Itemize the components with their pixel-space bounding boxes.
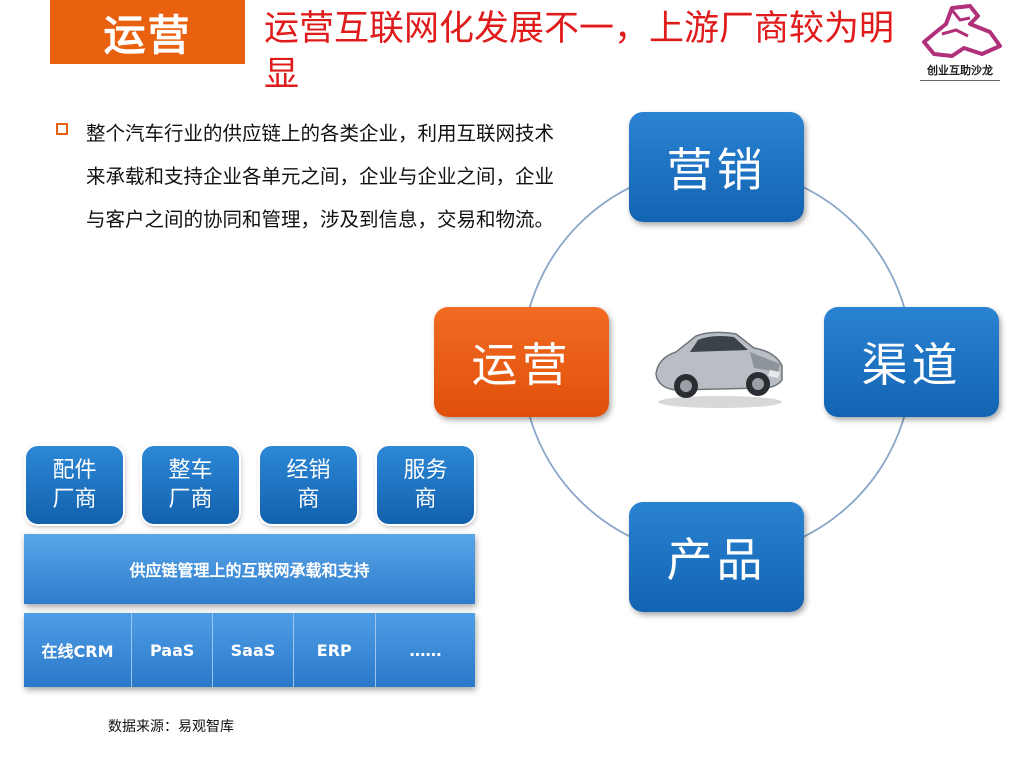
- platform-cell-saas: SaaS: [213, 613, 294, 687]
- platform-row: 在线CRM PaaS SaaS ERP ……: [24, 613, 475, 687]
- data-source: 数据来源：易观智库: [108, 719, 234, 735]
- bullet-text: 整个汽车行业的供应链上的各类企业，利用互联网技术来承载和支持企业各单元之间，企业…: [86, 122, 555, 231]
- module-label: 配件厂商: [52, 458, 97, 512]
- module-parts-maker: 配件厂商: [26, 446, 123, 524]
- slide-title: 运营互联网化发展不一，上游厂商较为明显: [264, 9, 895, 95]
- module-label: 服务商: [403, 458, 448, 512]
- module-service-provider: 服务商: [377, 446, 474, 524]
- module-label: 经销商: [286, 458, 331, 512]
- platform-cell-erp: ERP: [293, 613, 376, 687]
- module-car-maker: 整车厂商: [142, 446, 239, 524]
- platform-cell-crm: 在线CRM: [24, 613, 133, 687]
- logo-divider: [920, 80, 1000, 81]
- supply-chain-support-bar: 供应链管理上的互联网承载和支持: [24, 534, 475, 604]
- platform-cell-more: ……: [375, 613, 475, 687]
- section-tag: 运营: [50, 0, 245, 64]
- module-dealer: 经销商: [260, 446, 357, 524]
- cycle-node-operation: 运营: [434, 307, 609, 417]
- cycle-node-product: 产品: [629, 502, 804, 612]
- logo: 创业互助沙龙: [912, 2, 1008, 88]
- car-icon: [655, 331, 783, 408]
- platform-cell-paas: PaaS: [132, 613, 214, 687]
- module-label: 整车厂商: [168, 458, 213, 512]
- bullet-square-icon: [56, 123, 68, 135]
- logo-emblem-icon: [922, 4, 1002, 58]
- cycle-node-marketing: 营销: [629, 112, 804, 222]
- logo-text: 创业互助沙龙: [927, 64, 993, 77]
- cycle-node-channel: 渠道: [824, 307, 999, 417]
